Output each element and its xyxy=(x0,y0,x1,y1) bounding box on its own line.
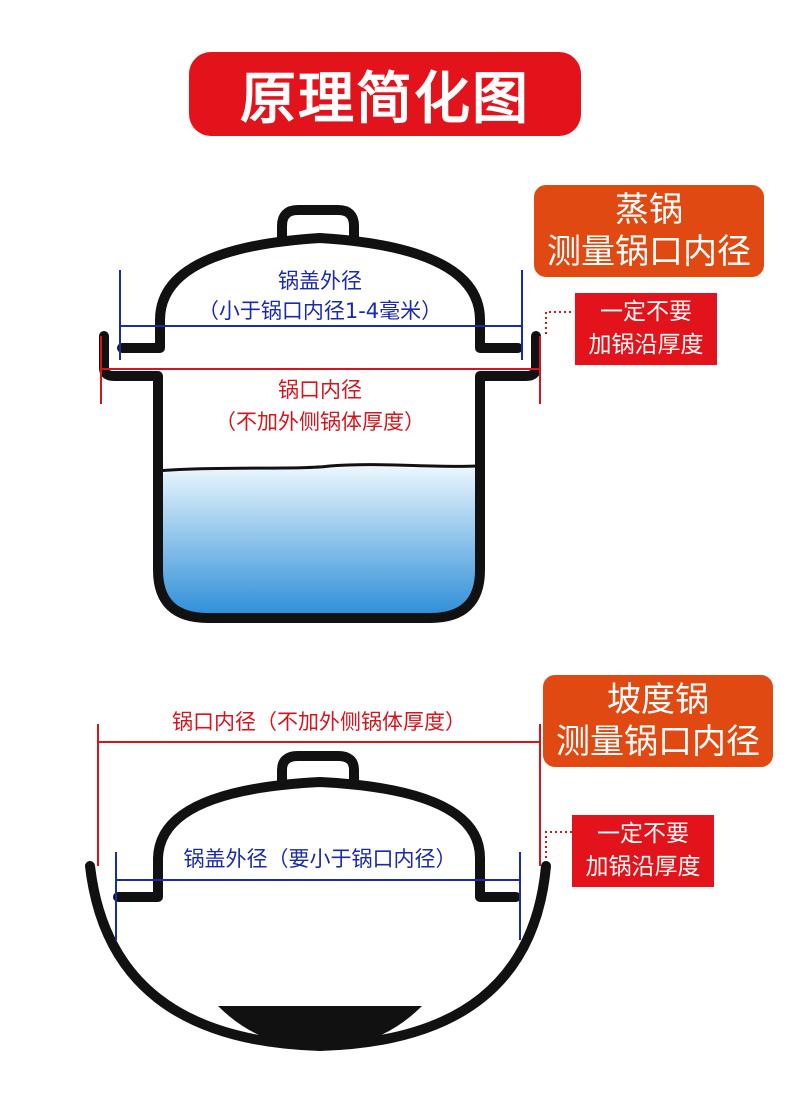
steamer-lid-label-line2: （小于锅口内径1-4毫米） xyxy=(197,299,443,323)
wok-note-line1: 一定不要 xyxy=(597,821,689,847)
steamer-type-label: 蒸锅 xyxy=(615,190,683,230)
steamer-pot xyxy=(99,205,541,623)
steamer-note-line2: 加锅沿厚度 xyxy=(588,332,704,358)
wok-lid-label: 锅盖外径（要小于锅口内径） xyxy=(183,847,457,871)
steamer-note-line1: 一定不要 xyxy=(600,299,692,325)
wok-lid-knob xyxy=(277,751,359,787)
steamer-water xyxy=(158,467,478,615)
wok-pot xyxy=(85,751,551,1051)
wok-note-line2: 加锅沿厚度 xyxy=(585,854,701,880)
steamer-measure-label: 测量锅口内径 xyxy=(547,232,751,272)
wok-type-label: 坡度锅 xyxy=(607,680,709,720)
wok-lid xyxy=(113,777,521,902)
wok-measure-lines xyxy=(97,724,572,940)
steamer-lid-label: 锅盖外径 （小于锅口内径1-4毫米） xyxy=(160,266,480,326)
steamer-mouth-label-line1: 锅口内径 xyxy=(278,378,362,402)
wok-mouth-label: 锅口内径（不加外侧锅体厚度） xyxy=(172,710,466,734)
steamer-measure-badge: 蒸锅 测量锅口内径 xyxy=(534,185,764,277)
wok-note-box: 一定不要 加锅沿厚度 xyxy=(572,815,714,887)
steamer-lid xyxy=(117,233,523,353)
steamer-mouth-label-line2: （不加外侧锅体厚度） xyxy=(215,410,425,434)
steamer-water-line xyxy=(153,463,480,473)
steamer-body xyxy=(99,331,541,623)
steamer-mouth-label: 锅口内径 （不加外侧锅体厚度） xyxy=(160,374,480,438)
steamer-lid-knob xyxy=(277,205,359,245)
wok-measure-badge: 坡度锅 测量锅口内径 xyxy=(543,675,773,767)
steamer-measure-lines xyxy=(100,270,574,404)
wok-bowl xyxy=(85,861,551,1051)
wok-measure-label: 测量锅口内径 xyxy=(556,722,760,762)
page-title: 原理简化图 xyxy=(189,52,581,136)
steamer-note-box: 一定不要 加锅沿厚度 xyxy=(575,293,717,365)
steamer-lid-label-line1: 锅盖外径 xyxy=(278,269,362,293)
